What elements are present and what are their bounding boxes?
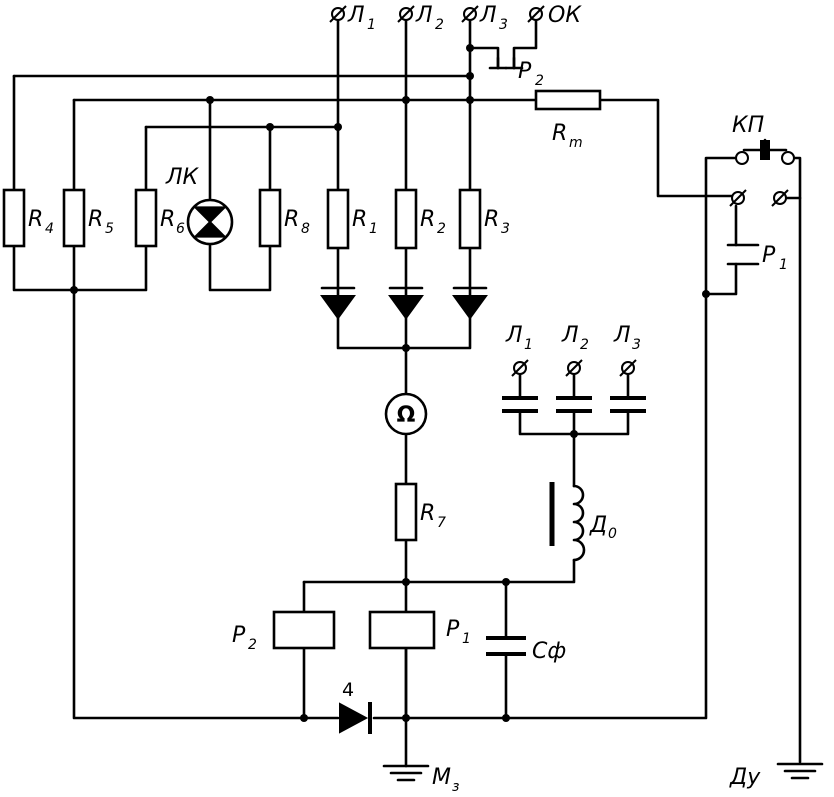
terminal-l3-sub: 3 xyxy=(499,17,508,33)
terminal-l1-label: Л xyxy=(347,3,365,28)
resistor-r6-label: R xyxy=(160,207,175,232)
terminal-ok: ОК xyxy=(527,3,582,28)
ground-main-icon: М з xyxy=(382,764,459,795)
relay-p1-contact: P 1 xyxy=(726,243,788,273)
junction-dots xyxy=(70,44,710,722)
choke-label: Д xyxy=(589,513,607,538)
ground-main-sub: з xyxy=(452,779,459,795)
ohmmeter-symbol: Ω xyxy=(397,403,416,428)
terminal-l3-label: Л xyxy=(479,3,497,28)
lamp-lk: ЛК xyxy=(165,165,234,246)
terminal-l3-top: Л 3 xyxy=(461,3,508,33)
resistor-r7-label: R xyxy=(420,501,435,526)
resistor-r8-label: R xyxy=(284,207,299,232)
resistor-rm: R m xyxy=(534,89,602,151)
resistor-r5: R 5 xyxy=(62,188,114,248)
cap-terminal-l3-label: Л xyxy=(613,323,631,348)
diode-d3 xyxy=(452,286,488,320)
button-kp-label: КП xyxy=(732,113,764,138)
relay-p2-coil: P 2 xyxy=(232,610,336,653)
cap-terminal-l3: Л 3 xyxy=(613,323,641,377)
capacitor-l2 xyxy=(556,396,592,413)
resistor-r8: R 8 xyxy=(258,188,310,248)
relay-p1-label: P xyxy=(446,617,460,642)
cap-terminal-l3-sub: 3 xyxy=(632,337,641,353)
capacitor-l3 xyxy=(610,396,646,413)
resistor-r2: R 2 xyxy=(394,188,446,250)
contact-terminals xyxy=(729,189,789,207)
resistor-r3-sub: 3 xyxy=(501,221,510,237)
terminal-l2-sub: 2 xyxy=(435,17,444,33)
resistor-r5-label: R xyxy=(88,207,103,232)
cap-terminal-l1-label: Л xyxy=(505,323,523,348)
resistor-r2-sub: 2 xyxy=(437,221,446,237)
cap-terminal-l2-label: Л xyxy=(561,323,579,348)
terminal-l2-label: Л xyxy=(415,3,433,28)
choke-sub: 0 xyxy=(608,526,617,542)
resistor-r7-sub: 7 xyxy=(437,515,446,531)
ohmmeter: Ω xyxy=(384,392,428,436)
resistor-rm-label: R xyxy=(552,121,567,146)
resistor-r1-sub: 1 xyxy=(369,221,378,237)
lamp-lk-label: ЛК xyxy=(165,165,200,190)
resistor-r5-sub: 5 xyxy=(105,221,114,237)
cap-terminal-l2-sub: 2 xyxy=(580,337,589,353)
choke-d0: Д 0 xyxy=(549,482,617,562)
terminal-l2-top: Л 2 xyxy=(397,3,444,33)
capacitor-l1 xyxy=(502,396,538,413)
relay-p1-coil: P 1 xyxy=(368,610,471,650)
resistor-r7: R 7 xyxy=(394,482,446,542)
relay-p1-sub: 1 xyxy=(462,631,471,647)
diode-d1 xyxy=(320,286,356,320)
contact-p2-sub: 2 xyxy=(535,73,544,89)
resistor-r4-sub: 4 xyxy=(45,221,54,237)
terminal-l1-top: Л 1 xyxy=(329,3,376,33)
resistor-r1-label: R xyxy=(352,207,367,232)
diode-4: 4 xyxy=(339,679,372,734)
resistor-r1: R 1 xyxy=(326,188,378,250)
terminal-ok-label: ОК xyxy=(548,3,582,28)
contact-p2-label: P xyxy=(518,59,532,84)
wiring xyxy=(12,14,802,768)
relay-p2-contact: P 2 xyxy=(488,56,544,89)
ground-dy-icon: Ду xyxy=(729,762,824,790)
capacitor-cf-label: Cф xyxy=(532,639,566,664)
push-button-kp: КП xyxy=(732,113,795,165)
resistor-r8-sub: 8 xyxy=(301,221,310,237)
resistor-r2-label: R xyxy=(420,207,435,232)
cap-terminal-l2: Л 2 xyxy=(561,323,589,377)
diode-4-label: 4 xyxy=(342,679,354,701)
cap-terminal-l1-sub: 1 xyxy=(524,337,533,353)
resistor-r6-sub: 6 xyxy=(176,221,185,237)
resistor-r4: R 4 xyxy=(2,188,54,248)
ground-main-label: М xyxy=(432,765,451,790)
resistor-r4-label: R xyxy=(28,207,43,232)
relay-p2-sub: 2 xyxy=(248,637,257,653)
resistor-rm-sub: m xyxy=(569,135,583,151)
diode-d2 xyxy=(388,286,424,320)
contact-p1-label: P xyxy=(762,243,776,268)
capacitor-cf: Cф xyxy=(486,636,566,664)
cap-terminal-l1: Л 1 xyxy=(505,323,533,377)
terminal-l1-sub: 1 xyxy=(367,17,376,33)
ground-dy-label: Ду xyxy=(729,765,761,790)
relay-p2-label: P xyxy=(232,623,246,648)
contact-p1-sub: 1 xyxy=(779,257,788,273)
resistor-r3-label: R xyxy=(484,207,499,232)
resistor-r6: R 6 xyxy=(134,188,185,248)
resistor-r3: R 3 xyxy=(458,188,510,250)
